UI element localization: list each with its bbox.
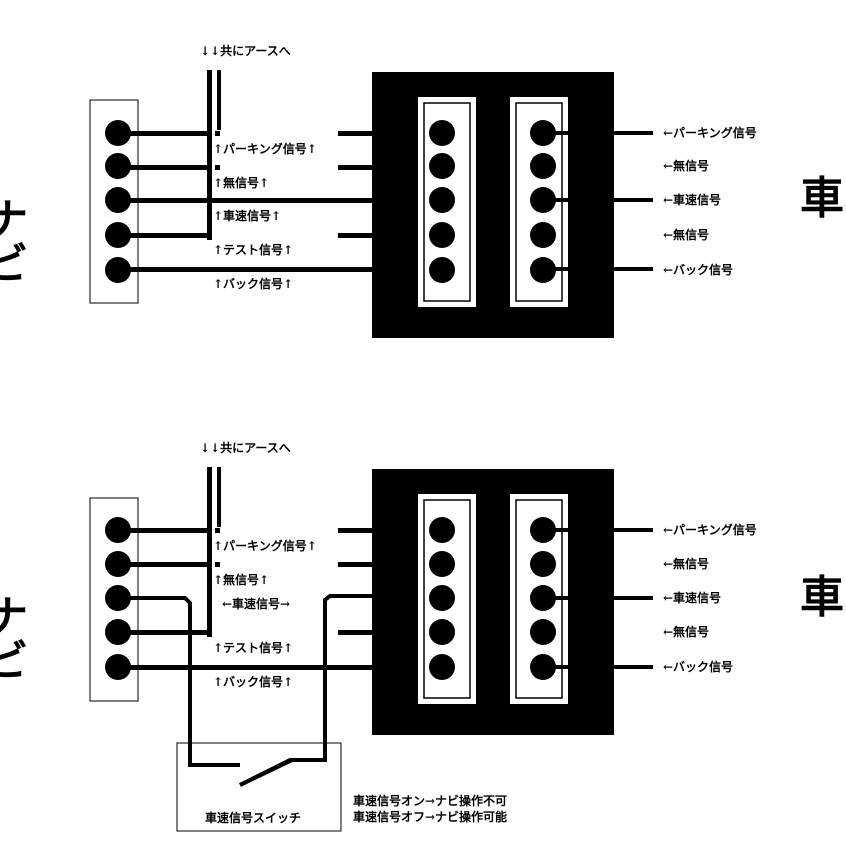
upper-car-pin (429, 153, 455, 179)
switch-box (176, 742, 342, 832)
lower-wire (215, 528, 220, 533)
lower-car-pin (530, 551, 556, 577)
upper-right-label: ←バック信号 (663, 262, 733, 277)
lower-ground-note: ↓↓共にアースへ (200, 440, 291, 455)
lower-car-label: 車 (800, 572, 844, 623)
upper-wire (118, 165, 210, 170)
lower-right-label: ←バック信号 (663, 659, 733, 674)
upper-car-connector (372, 72, 614, 338)
upper-left-label: ↑車速信号↑ (213, 208, 281, 223)
upper-left-label: ↑バック信号↑ (213, 276, 293, 291)
upper-left-label: ↑テスト信号↑ (213, 242, 293, 257)
lower-car-connector (372, 469, 614, 735)
switch-lever (239, 758, 293, 787)
lower-car-pin (429, 551, 455, 577)
upper-left-label: ↑無信号↑ (213, 175, 269, 190)
upper-wire (118, 267, 443, 272)
lower-left-label: ↑無信号↑ (213, 572, 269, 587)
upper-wire (118, 233, 210, 238)
upper-diagram: ↓↓共にアースへ ナビ 車 (0, 43, 844, 338)
upper-car-pin (530, 222, 556, 248)
lower-diagram: ↓↓共にアースへ ナビ 車 (0, 440, 844, 832)
upper-car-pin (429, 120, 455, 146)
upper-car-pin (530, 153, 556, 179)
upper-wire (215, 165, 220, 170)
lower-wire (543, 596, 653, 600)
lower-right-label: ←無信号 (663, 556, 709, 571)
lower-wire (118, 630, 210, 635)
upper-right-label: ←無信号 (663, 227, 709, 242)
lower-navi-label: ナビ (0, 593, 28, 681)
lower-wire (118, 665, 443, 670)
upper-car-pin (429, 187, 455, 213)
lower-car-pin (530, 619, 556, 645)
upper-right-label: ←無信号 (663, 158, 709, 173)
upper-right-label: ←パーキング信号 (663, 125, 757, 140)
switch-label: 車速信号スイッチ (205, 810, 301, 825)
lower-wire (543, 528, 653, 532)
upper-car-pin (429, 222, 455, 248)
lower-wire (118, 528, 210, 533)
upper-right-label: ←車速信号 (663, 192, 721, 207)
lower-left-label: ←車速信号→ (222, 596, 290, 611)
lower-ground-wire (207, 467, 212, 637)
lower-car-pin (429, 585, 455, 611)
upper-car-pin (429, 257, 455, 283)
upper-ground-note: ↓↓共にアースへ (200, 43, 291, 58)
upper-ground-wire (207, 70, 212, 240)
upper-left-label: ↑パーキング信号↑ (213, 141, 317, 156)
lower-wire (215, 562, 220, 567)
lower-car-pin (429, 654, 455, 680)
upper-wire (118, 198, 443, 203)
lower-ground-wire (217, 467, 221, 527)
lower-wire (118, 562, 210, 567)
lower-car-pin (429, 517, 455, 543)
upper-navi-label: ナビ (0, 196, 28, 284)
lower-car-pin (429, 619, 455, 645)
lower-speed-wire-navi (118, 596, 240, 767)
lower-left-label: ↑テスト信号↑ (213, 640, 293, 655)
lower-right-label: ←車速信号 (663, 590, 721, 605)
upper-wire (215, 131, 220, 136)
upper-wire (543, 131, 653, 135)
switch-note: 車速信号オフ→ナビ操作可能 (353, 809, 507, 824)
upper-wire (543, 198, 653, 202)
upper-car-label: 車 (800, 173, 844, 224)
upper-wire (118, 131, 210, 136)
lower-left-label: ↑バック信号↑ (213, 674, 293, 689)
switch-note: 車速信号オン→ナビ操作不可 (353, 793, 507, 808)
upper-ground-wire (217, 70, 221, 130)
lower-right-label: ←パーキング信号 (663, 522, 757, 537)
lower-wire (543, 665, 653, 669)
lower-left-label: ↑パーキング信号↑ (213, 538, 317, 553)
upper-wire (543, 267, 653, 271)
lower-right-label: ←無信号 (663, 624, 709, 639)
